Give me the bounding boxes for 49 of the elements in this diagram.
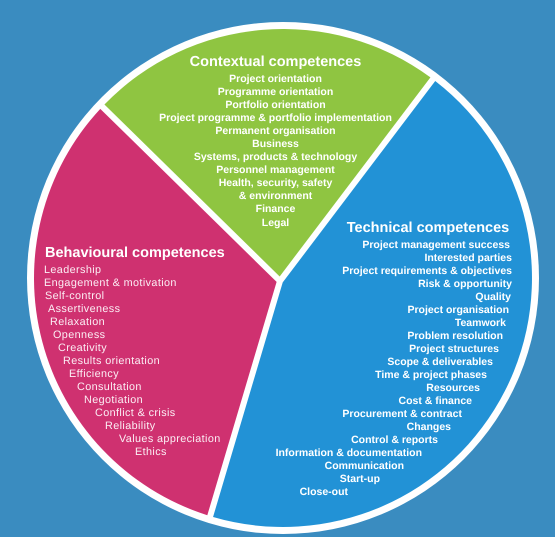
competence-item: Reliability	[105, 420, 156, 434]
competence-item: Consultation	[77, 381, 142, 394]
competence-item: Permanent organisation	[215, 124, 336, 138]
competence-item: Health, security, safety & environment	[218, 177, 334, 204]
competence-item: Communication	[324, 460, 404, 474]
competence-item: Problem resolution	[407, 330, 503, 343]
sector-heading: Behavioural competences	[45, 244, 225, 262]
competence-item: Teamwork	[454, 316, 506, 330]
competence-item: Risk & opportunity	[418, 278, 512, 291]
competence-item: Project management success	[362, 238, 510, 252]
competence-item: Personnel management	[216, 164, 335, 178]
competence-item: Programme orientation	[218, 86, 334, 99]
competence-item: Procurement & contract	[342, 408, 462, 422]
competence-item: Legal	[262, 216, 290, 230]
competence-item: Negotiation	[84, 394, 144, 408]
competence-item: Finance	[256, 203, 296, 217]
competence-item: Self-control	[45, 290, 104, 303]
competence-item: Time & project phases	[375, 368, 487, 382]
competence-item: Ethics	[135, 446, 167, 460]
competence-item: Engagement & motivation	[44, 276, 177, 290]
competence-item: Project organisation	[407, 304, 509, 317]
sector-heading: Technical competences	[346, 220, 510, 236]
competence-item: Quality	[475, 290, 511, 304]
competence-item: Project structures	[409, 342, 499, 356]
sector-heading: Contextual competences	[190, 54, 362, 70]
competence-item: Project programme & portfolio implementation	[159, 112, 392, 125]
competence-item: Changes	[406, 421, 451, 434]
competence-item: Information & documentation	[276, 447, 422, 460]
competence-item: Interested parties	[424, 252, 512, 265]
competence-item: Scope & deliverables	[387, 356, 493, 369]
competence-item: Project requirements & objectives	[342, 264, 512, 278]
competence-item: Results orientation	[63, 354, 160, 368]
competence-item: Business	[252, 138, 299, 152]
competence-item: Relaxation	[50, 316, 106, 329]
competence-item: Project orientation	[229, 72, 322, 86]
competence-item: Conflict & crisis	[95, 407, 176, 420]
competence-item: Leadership	[44, 264, 102, 277]
competence-item: Values appreciation	[119, 433, 221, 446]
competence-item: Resources	[426, 382, 480, 396]
competence-item: Start-up	[340, 473, 380, 486]
competence-item: Cost & finance	[398, 395, 472, 408]
competence-item: Assertiveness	[48, 302, 120, 316]
competence-item: Control & reports	[351, 434, 438, 448]
competence-item: Systems, products & technology	[194, 151, 358, 164]
competence-item: Portfolio orientation	[225, 98, 326, 112]
competence-item: Close-out	[300, 486, 348, 500]
competence-item: Openness	[53, 328, 106, 342]
competence-item: Efficiency	[69, 368, 120, 382]
competence-item: Creativity	[58, 342, 107, 355]
